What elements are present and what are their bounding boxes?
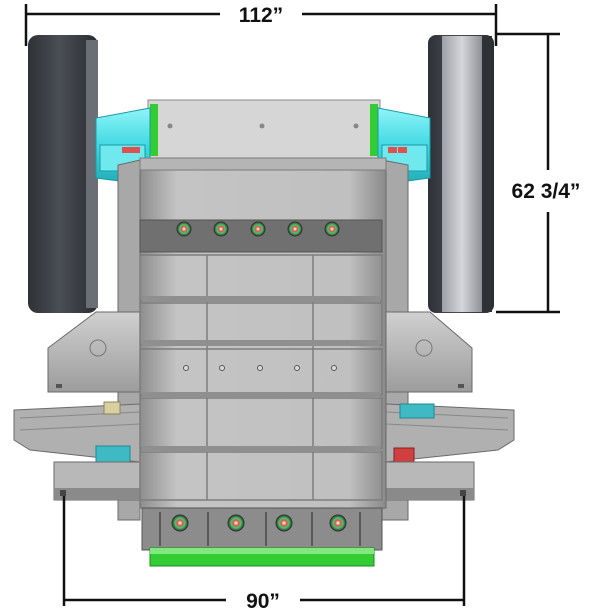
side-height-dimension	[496, 32, 560, 314]
base-frame	[47, 311, 473, 393]
toggle-arms	[13, 401, 515, 465]
upper-bolt-row	[176, 221, 340, 237]
right-flywheel	[428, 35, 494, 313]
top-width-dimension	[24, 4, 498, 46]
top-width-label: 112”	[239, 4, 283, 27]
crusher-main-body	[139, 157, 387, 509]
side-height-label: 62 3/4”	[512, 180, 581, 203]
discharge-plate	[141, 507, 383, 551]
top-housing	[147, 99, 381, 161]
lower-base	[53, 461, 475, 501]
bottom-width-label: 90”	[246, 590, 280, 612]
green-jaw-guard	[149, 547, 375, 567]
left-flywheel	[28, 35, 98, 313]
bottom-width-dimension	[62, 496, 466, 606]
